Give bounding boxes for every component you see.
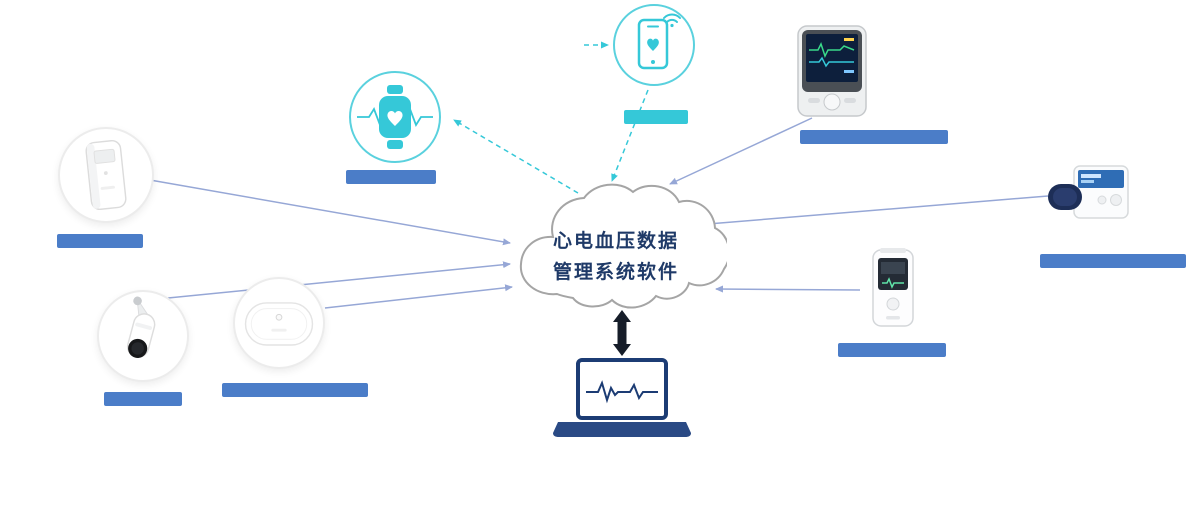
ear-device-node	[97, 290, 189, 382]
patch-recorder-photo	[244, 302, 314, 346]
ear-device-label	[104, 392, 182, 406]
ear-thermometer-photo	[126, 296, 156, 359]
patch-device-label	[222, 383, 368, 397]
connector-phone-to-cloud-dashed	[611, 89, 649, 182]
left-device-circle	[58, 127, 154, 223]
connector-bp-device-to-cloud	[707, 195, 1049, 227]
smartwatch-circle	[349, 71, 441, 163]
cloud-node: 心电血压数据 管理系统软件	[505, 176, 731, 322]
laptop-ecg-icon	[553, 358, 691, 437]
connector-left-device-to-cloud	[149, 179, 511, 246]
ecg-monitor-node	[796, 24, 868, 118]
connector-patch-device-to-cloud	[324, 284, 513, 309]
phone-node	[613, 4, 695, 86]
left-device-label	[57, 234, 143, 248]
portable-recorder-photo	[872, 248, 914, 327]
phone-label	[624, 110, 688, 124]
smartwatch-label	[346, 170, 436, 184]
patch-device-node	[233, 277, 325, 369]
recorder-label	[838, 343, 946, 357]
smartwatch-heart-ecg-icon	[357, 85, 433, 149]
connector-cloud-to-watch-dashed	[453, 119, 579, 194]
phone-circle	[613, 4, 695, 86]
cloud-laptop-double-arrow	[613, 310, 631, 356]
connector-ear-device-to-cloud	[167, 261, 511, 299]
cloud-title-line2: 管理系统软件	[552, 262, 679, 283]
left-device-node	[58, 127, 154, 223]
cloud-title: 心电血压数据 管理系统软件	[505, 226, 727, 288]
bp-device-label	[1040, 254, 1186, 268]
connector-recorder-to-cloud	[715, 285, 861, 293]
handheld-recorder-photo	[85, 139, 127, 211]
ear-device-circle	[97, 290, 189, 382]
smartphone-heart-wifi-icon	[637, 13, 681, 70]
cloud-title-line1: 心电血压数据	[552, 231, 679, 252]
patch-device-circle	[233, 277, 325, 369]
bp-device-node	[1046, 150, 1134, 234]
ecg-monitor-label	[800, 130, 948, 144]
cloud-shape	[519, 183, 731, 309]
smartwatch-node	[349, 71, 441, 163]
laptop-node	[552, 358, 692, 442]
blood-pressure-device-photo	[1048, 165, 1129, 219]
connector-monitor-to-cloud	[669, 117, 813, 185]
recorder-node	[864, 246, 922, 332]
ecg-monitor-photo	[797, 25, 867, 117]
